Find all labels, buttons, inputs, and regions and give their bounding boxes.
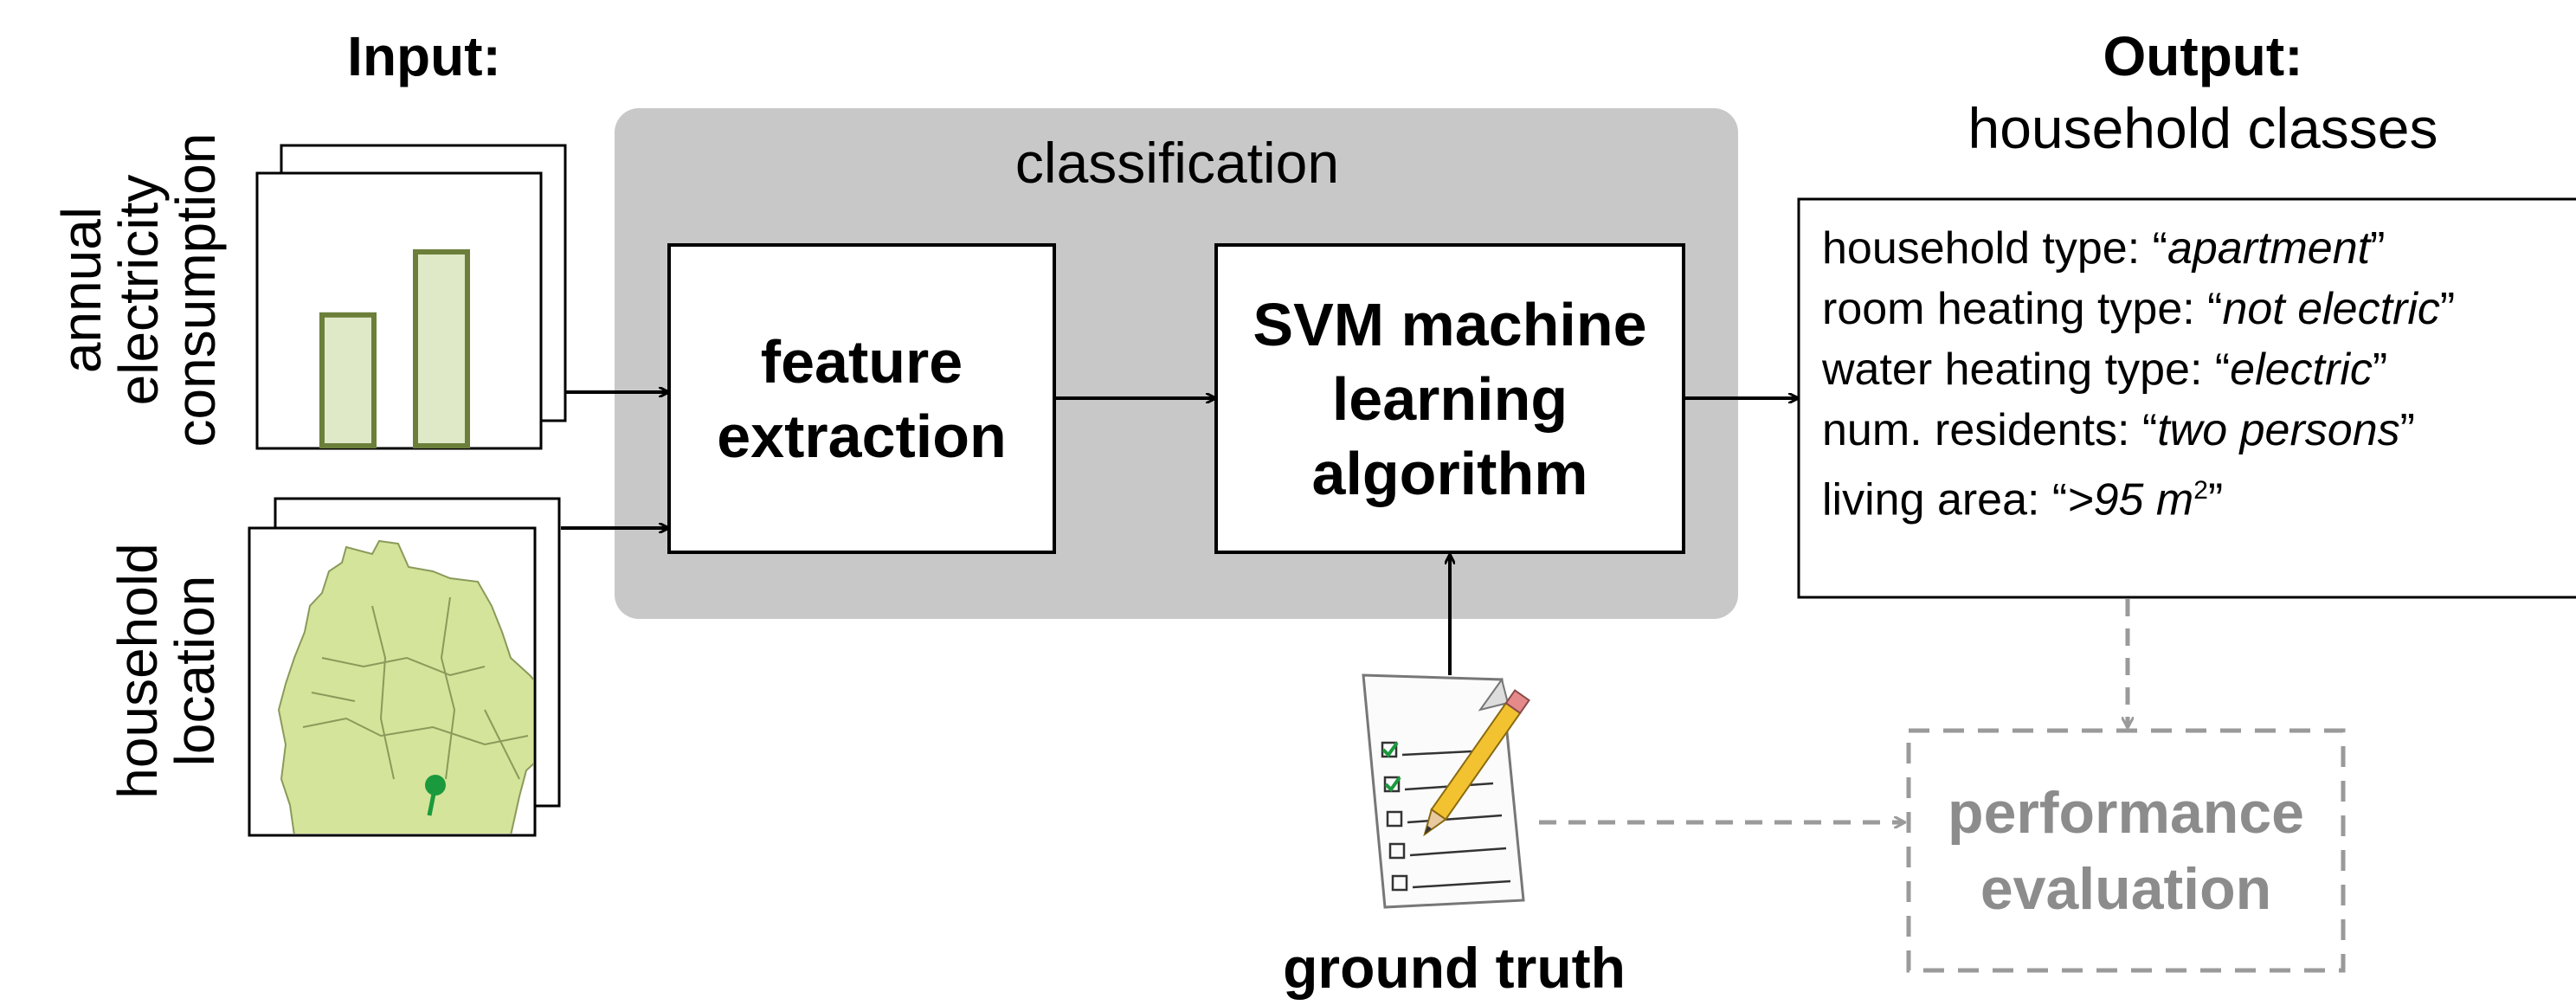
output-line-room-heating: room heating type: “not electric” <box>1822 284 2456 334</box>
location-label-line2: location <box>164 575 226 767</box>
germany-map <box>277 539 533 834</box>
output-line-water-heating: water heating type: “electric” <box>1822 345 2388 395</box>
feature-extraction-label: feature extraction <box>671 247 1053 551</box>
svm-line2: learning <box>1331 364 1568 433</box>
evaluation-label: performance evaluation <box>1910 732 2341 969</box>
ground-truth-label: ground truth <box>1283 936 1626 1000</box>
electricity-label: annual electricity consumption <box>50 132 227 448</box>
electricity-label-line3: consumption <box>164 132 227 448</box>
svm-box <box>1214 243 1685 554</box>
feature-extraction-line2: extraction <box>717 402 1007 470</box>
feature-extraction-box <box>667 243 1056 554</box>
output-line-living-area: living area: “>95 m2” <box>1822 474 2224 525</box>
classification-title: classification <box>1014 131 1340 195</box>
output-line-residents: num. residents: “two persons” <box>1822 405 2415 455</box>
location-label: household location <box>106 543 226 799</box>
chart-bar-1 <box>319 312 377 448</box>
location-label-line1: household <box>106 543 169 799</box>
location-pin-icon <box>425 775 446 796</box>
evaluation-line2: evaluation <box>1980 855 2272 922</box>
output-box <box>1797 197 2576 599</box>
electricity-label-line2: electricity <box>107 174 170 406</box>
chart-bar-2 <box>413 249 470 448</box>
input-title: Input: <box>347 25 501 87</box>
svm-line1: SVM machine <box>1253 290 1647 358</box>
evaluation-line1: performance <box>1948 779 2304 846</box>
svm-label: SVM machine learning algorithm <box>1218 247 1682 551</box>
feature-extraction-line1: feature <box>760 327 963 396</box>
output-subtitle: household classes <box>1967 96 2438 160</box>
output-title: Output: <box>2103 25 2303 87</box>
output-class-list: household type: “apartment” room heating… <box>1822 218 2455 530</box>
location-map-card <box>248 497 561 837</box>
electricity-chart-card <box>255 144 567 450</box>
electricity-label-line1: annual <box>50 206 113 374</box>
evaluation-box <box>1906 728 2346 973</box>
checklist-icon <box>1362 673 1530 909</box>
output-line-household-type: household type: “apartment” <box>1822 223 2386 274</box>
svm-line3: algorithm <box>1311 439 1588 507</box>
